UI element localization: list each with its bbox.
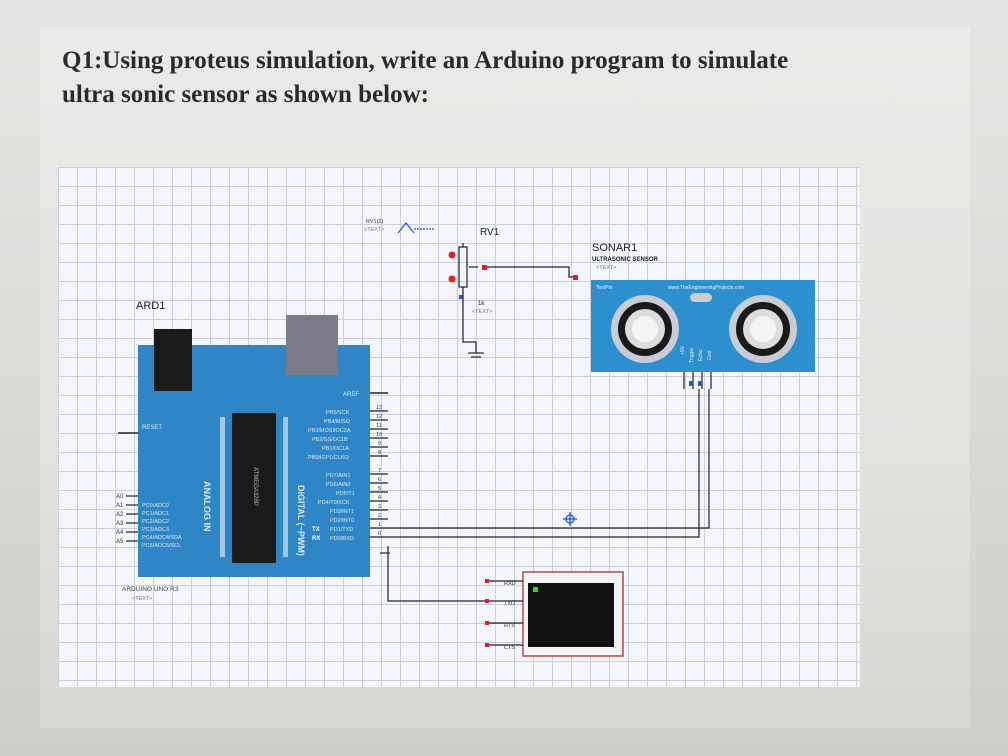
digital-pin-name: PD3/INT1 — [330, 509, 354, 515]
analog-pin-name: PC1/ADC1 — [142, 511, 169, 517]
digital-pin-number: 1 — [378, 522, 381, 528]
digital-pin-name: PB3/MOSI/OC2A — [308, 428, 351, 434]
question-line-1: Q1:Using proteus simulation, write an Ar… — [62, 47, 789, 74]
pot-value: 1k — [478, 301, 485, 307]
question-line-2: ultra sonic sensor as shown below: — [62, 81, 429, 108]
analog-pins: A0 A1 A2 A3 A4 A5 PC0/ADC0 PC1/ADC1 PC2/… — [116, 494, 182, 549]
digital-pin-number: 7 — [378, 468, 381, 474]
digital-pin-name: PD0/RXD — [330, 536, 354, 542]
analog-pin-name: PC0/ADC0 — [142, 503, 169, 509]
sonar-test-label: TestPin — [596, 285, 613, 291]
rx-label: RX — [312, 536, 320, 542]
digital-pin-number: 8 — [378, 450, 381, 456]
wires — [380, 389, 710, 602]
terminal-pin-label: CTS — [504, 645, 515, 651]
digital-pin-name: PB1/OC1A — [322, 446, 349, 452]
digital-pin-name: PB5/SCK — [326, 410, 350, 416]
terminal-pin-label: RXD — [504, 581, 516, 587]
terminal-indicator — [533, 587, 538, 592]
digital-pin-name: PD6/AIN0 — [326, 482, 350, 488]
analog-pin-name: PC3/ADC3 — [142, 527, 169, 533]
digital-pin-number: 9 — [378, 441, 381, 447]
transducer-right — [729, 295, 797, 363]
arduino-uno: ARD1 ATMEGA328P ANALOG IN DIGITAL (~PWM)… — [116, 300, 388, 602]
sonar-sensor: SONAR1 ULTRASONIC SENSOR <TEXT> TestPin … — [591, 242, 815, 389]
tx-label: TX — [312, 527, 320, 533]
digital-pin-name: PD4/T0/XCK — [318, 500, 350, 506]
pot-terminal — [448, 275, 456, 283]
terminal-screen — [528, 583, 614, 647]
sonar-pin-label: Gnd — [707, 350, 713, 360]
pot-tag-text: <TEXT> — [364, 227, 384, 233]
chip-label: ATMEGA328P — [252, 467, 258, 506]
wire-trigger — [388, 389, 710, 529]
digital-pin-name: PD7/AIN1 — [326, 473, 350, 479]
analog-in-label: ANALOG IN — [202, 481, 212, 532]
sonar-crystal — [690, 293, 712, 302]
digital-pin-name: PB2/SS/OC1B — [312, 437, 348, 443]
digital-pin-name: PD2/INT0 — [330, 518, 354, 524]
power-jack — [286, 315, 338, 375]
terminal-pin-label: RTS — [504, 623, 515, 629]
proteus-schematic: ARD1 ATMEGA328P ANALOG IN DIGITAL (~PWM)… — [58, 167, 860, 687]
digital-pin-number: 0 — [378, 531, 381, 537]
ground-icon — [468, 342, 484, 358]
analog-pin-name: PC5/ADC5/SCL — [142, 543, 181, 549]
sonar-text-tag: <TEXT> — [596, 265, 616, 271]
probe-icon — [397, 222, 415, 234]
digital-pin-number: 4 — [378, 495, 381, 501]
crosshair-icon — [563, 512, 577, 526]
digital-pin-number: 6 — [378, 477, 381, 483]
digital-pin-number: 13 — [376, 405, 382, 411]
pot-ref: RV1 — [480, 227, 500, 238]
digital-pin-number: 10 — [376, 432, 382, 438]
digital-pin-name: PD5/T1 — [336, 491, 355, 497]
analog-pin-name: PC2/ADC2 — [142, 519, 169, 525]
aref-label: AREF — [343, 392, 359, 398]
wire-echo — [388, 389, 700, 538]
digital-pin-name: PB0/ICP1/CLKO — [308, 455, 349, 461]
pot-rv-tag: RV1(2) — [366, 219, 383, 225]
analog-pin: A2 — [116, 512, 124, 518]
analog-pin: A4 — [116, 530, 124, 536]
sonar-ref: SONAR1 — [592, 242, 637, 254]
wire-tx-rxd — [387, 546, 486, 602]
atmega-chip — [232, 413, 276, 563]
schematic-drawing: ARD1 ATMEGA328P ANALOG IN DIGITAL (~PWM)… — [116, 219, 815, 657]
arduino-text-tag: <TEXT> — [132, 596, 152, 602]
reset-label: RESET — [142, 425, 162, 431]
digital-pin-number: 5 — [378, 486, 381, 492]
terminal-pin-label: TXD — [504, 601, 515, 607]
analog-pin: A5 — [116, 539, 124, 545]
potentiometer-rv1: RV1(2) <TEXT> RV1 1k <TEXT> — [364, 219, 578, 358]
analog-pin: A3 — [116, 521, 124, 527]
transducer-left — [611, 295, 679, 363]
header-pins — [220, 417, 288, 557]
sonar-type: ULTRASONIC SENSOR — [592, 257, 659, 263]
pot-body — [458, 246, 468, 288]
analog-pin-name: PC4/ADC4/SDA — [142, 535, 182, 541]
sonar-watermark: www.TheEngineeringProjects.com — [668, 285, 744, 291]
digital-pin-number: 2 — [378, 513, 381, 519]
pot-terminal — [448, 251, 456, 259]
digital-pin-number: 12 — [376, 414, 382, 420]
virtual-terminal: RXD TXD RTS CTS — [485, 571, 624, 657]
sonar-pin-label: Echo — [698, 349, 704, 361]
arduino-model: ARDUINO UNO R3 — [122, 586, 179, 593]
analog-pin: A0 — [116, 494, 124, 500]
sonar-pin-label: Trigger — [689, 347, 695, 363]
wire-pot-sonar — [487, 266, 578, 278]
digital-pin-name: PD1/TXD — [330, 527, 353, 533]
pot-text-tag: <TEXT> — [472, 309, 492, 315]
usb-connector — [154, 329, 192, 391]
arduino-ref: ARD1 — [136, 300, 165, 312]
sonar-pin-label: +5V — [680, 345, 686, 355]
digital-pin-name: PB4/MISO — [324, 419, 351, 425]
digital-pwm-label: DIGITAL (~PWM) — [296, 485, 306, 556]
digital-pins: PB5/SCK PB4/MISO PB3/MOSI/OC2A PB2/SS/OC… — [308, 405, 388, 542]
digital-pin-number: 11 — [376, 423, 382, 429]
question-text: Q1:Using proteus simulation, write an Ar… — [62, 44, 962, 112]
digital-pin-number: 3 — [378, 504, 381, 510]
analog-pin: A1 — [116, 503, 124, 509]
